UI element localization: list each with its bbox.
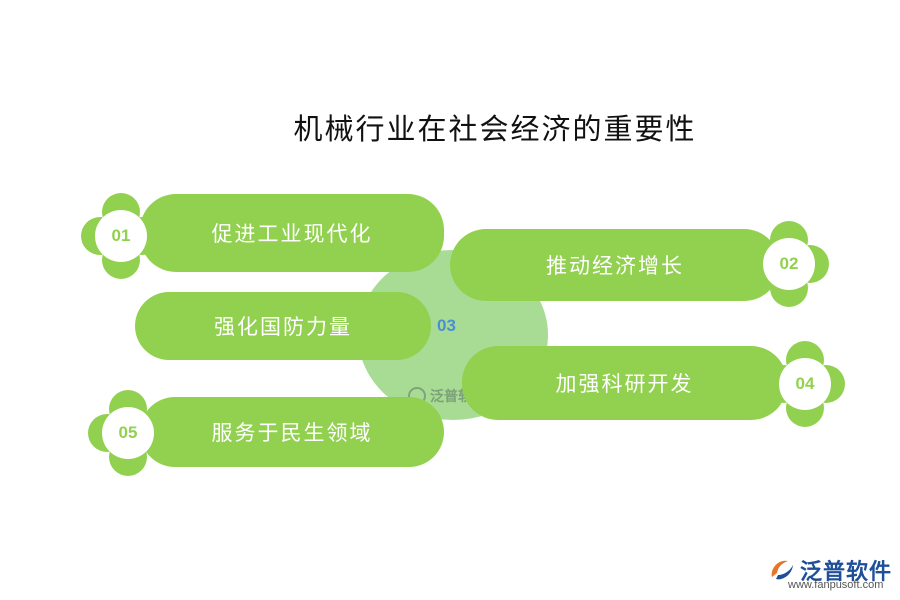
item-pill-01: 促进工业现代化 bbox=[140, 194, 444, 272]
item-label-01: 促进工业现代化 bbox=[211, 222, 373, 246]
item-flower-05: 05 bbox=[88, 390, 168, 476]
item-pill-04: 加强科研开发 bbox=[462, 346, 787, 420]
item-flower-01: 01 bbox=[81, 193, 161, 279]
item-flower-04: 04 bbox=[765, 341, 845, 427]
item-number-02: 02 bbox=[763, 238, 815, 290]
item-number-01: 01 bbox=[95, 210, 147, 262]
brand-logo-text: 泛普软件 bbox=[800, 560, 893, 585]
item-pill-02: 推动经济增长 bbox=[450, 229, 780, 301]
item-label-05: 服务于民生领域 bbox=[211, 421, 373, 445]
item-label-03: 强化国防力量 bbox=[214, 315, 352, 339]
item-flower-02: 02 bbox=[749, 221, 829, 307]
item-label-02: 推动经济增长 bbox=[546, 254, 684, 278]
brand-logo: 泛普软件 bbox=[768, 554, 892, 586]
brand-url: www.fanpusoft.com bbox=[788, 579, 884, 591]
item-pill-03: 强化国防力量 bbox=[135, 292, 431, 360]
center-number: 03 bbox=[437, 316, 456, 335]
item-number-05: 05 bbox=[102, 407, 154, 459]
page-title: 机械行业在社会经济的重要性 bbox=[293, 112, 697, 146]
item-pill-05: 服务于民生领域 bbox=[140, 397, 444, 467]
item-label-04: 加强科研开发 bbox=[555, 372, 694, 396]
brand-logo-icon bbox=[771, 560, 793, 580]
item-number-04: 04 bbox=[779, 358, 831, 410]
